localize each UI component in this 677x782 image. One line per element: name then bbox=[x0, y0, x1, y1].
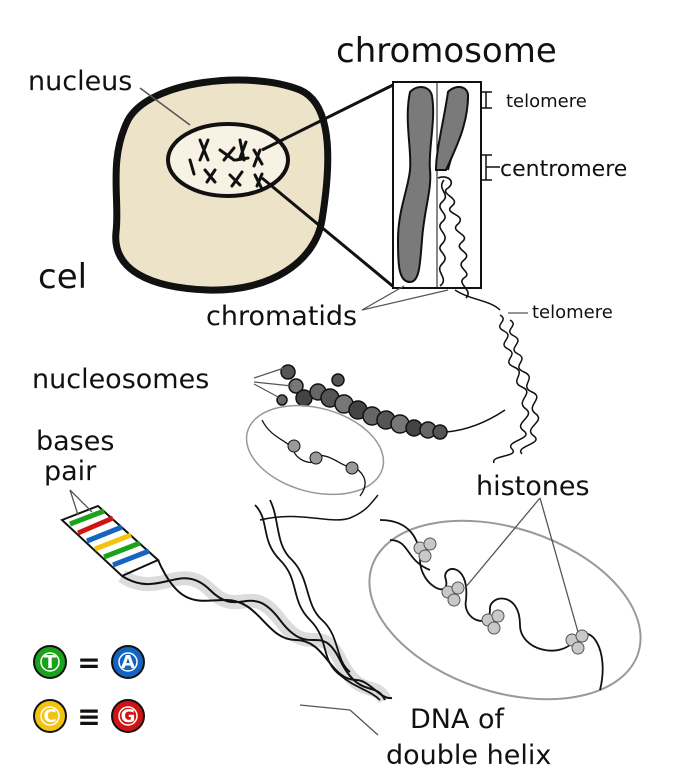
legend-row-t-a: T = A bbox=[33, 645, 145, 679]
nucleus-pointer bbox=[139, 87, 191, 126]
zoom-lines bbox=[261, 82, 396, 290]
chromatin-coil bbox=[437, 176, 469, 299]
legend-row-c-g: C ≡ G bbox=[33, 699, 145, 733]
mini-chromosomes bbox=[188, 138, 264, 189]
histones-ellipse bbox=[368, 519, 642, 701]
nucleosome-pointers bbox=[253, 367, 293, 399]
histone-clusters bbox=[413, 537, 589, 655]
histones-inset bbox=[368, 497, 642, 701]
chromosome-brackets bbox=[480, 91, 500, 181]
label-dna-line1: DNA of bbox=[410, 704, 506, 735]
base-g-letter: G bbox=[121, 706, 136, 727]
base-a-letter: A bbox=[121, 652, 135, 673]
bond-double: = bbox=[77, 646, 100, 679]
base-t-circle bbox=[33, 645, 67, 679]
dna-pointers bbox=[299, 704, 379, 736]
label-bases-line2: pair bbox=[44, 456, 97, 487]
dna-helix bbox=[60, 494, 393, 704]
helix-strand-b bbox=[254, 504, 381, 701]
chromatid-left bbox=[396, 86, 435, 284]
label-nucleosomes: nucleosomes bbox=[32, 364, 209, 395]
label-centromere: centromere bbox=[500, 157, 627, 182]
label-histones: histones bbox=[476, 471, 590, 502]
chromatid-right-upper bbox=[434, 86, 470, 171]
label-cell: cel bbox=[38, 257, 87, 297]
label-telomere-bottom: telomere bbox=[532, 302, 613, 323]
base-pair-ladder bbox=[60, 504, 160, 578]
nucleosome-beads bbox=[276, 364, 448, 440]
label-telomere-top: telomere bbox=[506, 91, 587, 112]
label-bases-line1: bases bbox=[36, 426, 114, 457]
base-c-circle bbox=[33, 699, 67, 733]
bases-pointers bbox=[69, 489, 93, 516]
label-chromosome: chromosome bbox=[336, 31, 557, 71]
chromatin-fiber bbox=[454, 289, 540, 464]
base-g-circle bbox=[111, 699, 145, 733]
helix-strand-a bbox=[118, 569, 392, 704]
histones-dna-strand bbox=[379, 519, 604, 691]
bond-triple: ≡ bbox=[77, 700, 100, 733]
label-dna-line2: double helix bbox=[386, 740, 551, 771]
chromosome-panel bbox=[392, 81, 482, 299]
base-c-letter: C bbox=[43, 706, 56, 727]
base-t-letter: T bbox=[44, 652, 57, 673]
histone-pointers bbox=[464, 497, 579, 633]
base-a-circle bbox=[111, 645, 145, 679]
chromatids-pointers bbox=[361, 285, 449, 311]
beads-on-string-inset bbox=[245, 404, 385, 497]
label-nucleus: nucleus bbox=[28, 66, 132, 97]
label-chromatids: chromatids bbox=[206, 301, 357, 332]
cell bbox=[112, 76, 332, 294]
coiled-fiber bbox=[493, 314, 530, 464]
base-pair-legend: T = A C ≡ G bbox=[33, 645, 145, 733]
fiber-link bbox=[445, 409, 506, 433]
